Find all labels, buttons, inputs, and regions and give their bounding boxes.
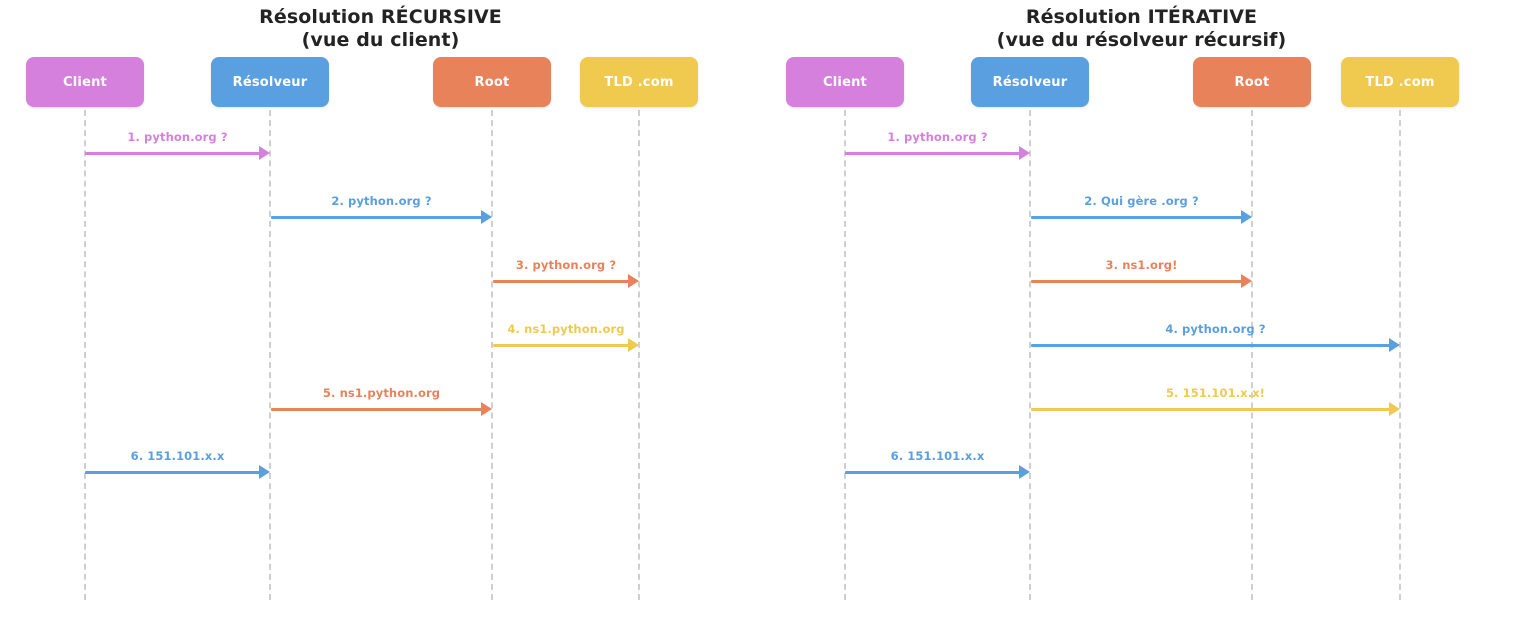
actor-label: Client [823, 74, 867, 90]
actor-label: Root [474, 74, 510, 90]
message-recursive-4: 4. ns1.python.org [493, 322, 639, 352]
actor-recursive-root[interactable]: Root [433, 57, 551, 107]
message-iterative-1: 1. python.org ? [845, 130, 1030, 160]
actor-recursive-tld[interactable]: TLD .com [580, 57, 698, 107]
message-label: 2. Qui gère .org ? [1084, 194, 1199, 208]
message-label: 4. python.org ? [1165, 322, 1266, 336]
message-label: 2. python.org ? [331, 194, 432, 208]
lifeline-recursive-tld [638, 110, 640, 600]
message-label: 5. 151.101.x.x! [1165, 386, 1266, 400]
message-iterative-4: 4. python.org ? [1031, 322, 1400, 352]
actor-label: Client [63, 74, 107, 90]
message-label: 6. 151.101.x.x [130, 449, 225, 463]
message-recursive-3: 3. python.org ? [493, 258, 639, 288]
message-line [85, 471, 263, 474]
panel-recursive-title-line2: (vue du client) [301, 29, 460, 51]
message-label: 3. ns1.org! [1105, 258, 1178, 272]
lifeline-recursive-client [84, 110, 86, 600]
message-label: 3. python.org ? [515, 258, 617, 272]
actor-label: TLD .com [604, 74, 674, 90]
actor-iterative-root[interactable]: Root [1193, 57, 1311, 107]
panel-iterative: Résolution ITÉRATIVE (vue du résolveur r… [761, 0, 1522, 642]
message-line [271, 216, 485, 219]
arrow-head-icon [1389, 402, 1400, 416]
message-line [1031, 280, 1245, 283]
arrow-head-icon [1241, 210, 1252, 224]
message-line [493, 280, 632, 283]
message-line [1031, 344, 1393, 347]
actor-label: Root [1234, 74, 1270, 90]
arrow-head-icon [628, 338, 639, 352]
actor-label: Résolveur [992, 74, 1068, 90]
message-recursive-5: 5. ns1.python.org [271, 386, 492, 416]
actor-label: Résolveur [232, 74, 308, 90]
lifeline-recursive-root [491, 110, 493, 600]
actor-iterative-tld[interactable]: TLD .com [1341, 57, 1459, 107]
message-label: 1. python.org ? [887, 130, 988, 144]
arrow-head-icon [1241, 274, 1252, 288]
actor-iterative-client[interactable]: Client [786, 57, 904, 107]
message-line [1031, 408, 1393, 411]
actor-iterative-resolver[interactable]: Résolveur [971, 57, 1089, 107]
message-line [1031, 216, 1245, 219]
lifeline-iterative-tld [1399, 110, 1401, 600]
message-line [845, 152, 1023, 155]
arrow-head-icon [259, 146, 270, 160]
message-label: 4. ns1.python.org [507, 322, 625, 336]
message-iterative-3: 3. ns1.org! [1031, 258, 1252, 288]
message-recursive-6: 6. 151.101.x.x [85, 449, 270, 479]
message-label: 5. ns1.python.org [322, 386, 441, 400]
panel-recursive-title: Résolution RÉCURSIVE (vue du client) [0, 6, 761, 52]
panel-iterative-title-line1: Résolution ITÉRATIVE [1025, 6, 1258, 28]
panel-recursive: Résolution RÉCURSIVE (vue du client) [0, 6, 761, 52]
panel-iterative-title-line2: (vue du résolveur récursif) [996, 29, 1287, 51]
message-label: 1. python.org ? [127, 130, 228, 144]
message-iterative-6: 6. 151.101.x.x [845, 449, 1030, 479]
message-iterative-5: 5. 151.101.x.x! [1031, 386, 1400, 416]
arrow-head-icon [1389, 338, 1400, 352]
actor-label: TLD .com [1365, 74, 1435, 90]
lifeline-iterative-resolver [1029, 110, 1031, 600]
message-line [85, 152, 263, 155]
actor-recursive-resolver[interactable]: Résolveur [211, 57, 329, 107]
message-line [271, 408, 485, 411]
message-label: 6. 151.101.x.x [890, 449, 985, 463]
arrow-head-icon [259, 465, 270, 479]
message-recursive-1: 1. python.org ? [85, 130, 270, 160]
arrow-head-icon [1019, 146, 1030, 160]
message-recursive-2: 2. python.org ? [271, 194, 492, 224]
lifeline-iterative-client [844, 110, 846, 600]
arrow-head-icon [481, 210, 492, 224]
panel-iterative-title: Résolution ITÉRATIVE (vue du résolveur r… [761, 6, 1522, 52]
lifeline-recursive-resolver [269, 110, 271, 600]
message-line [493, 344, 632, 347]
panel-recursive-title-line1: Résolution RÉCURSIVE [259, 6, 502, 28]
arrow-head-icon [1019, 465, 1030, 479]
arrow-head-icon [481, 402, 492, 416]
message-iterative-2: 2. Qui gère .org ? [1031, 194, 1252, 224]
message-line [845, 471, 1023, 474]
lifeline-iterative-root [1251, 110, 1253, 600]
arrow-head-icon [628, 274, 639, 288]
actor-recursive-client[interactable]: Client [26, 57, 144, 107]
